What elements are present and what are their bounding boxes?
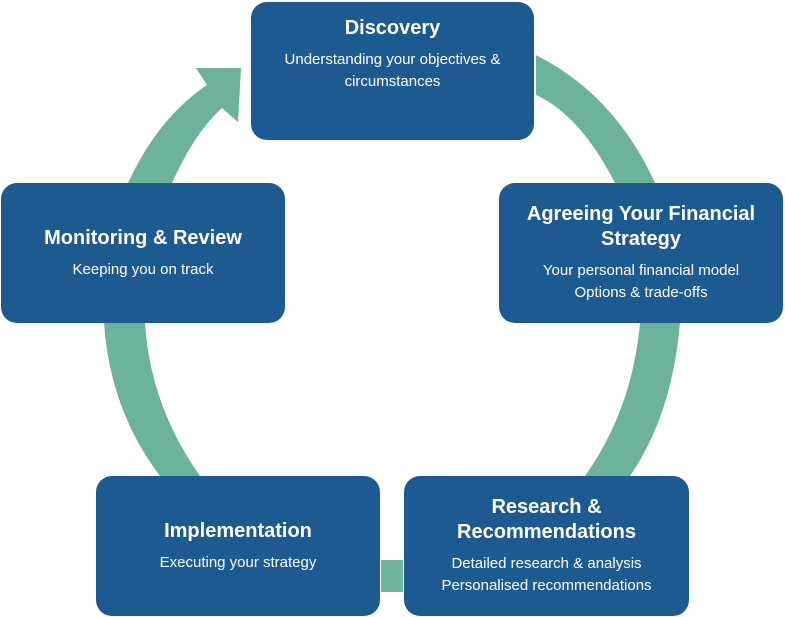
- stage-discovery-line-1: Understanding your objectives &: [284, 51, 501, 68]
- stage-agreeing-line-2: Options & trade-offs: [574, 284, 708, 301]
- stage-monitoring-title: Monitoring & Review: [44, 226, 242, 249]
- ring-segment-implementation-monitoring: [104, 323, 200, 476]
- ring-arrow-monitoring-discovery: [128, 68, 241, 183]
- stage-research-recommendations: Research & Recommendations Detailed rese…: [404, 476, 689, 616]
- stage-agreeing-title-line-1: Agreeing Your Financial: [526, 203, 756, 225]
- stage-discovery: Discovery Understanding your objectives …: [251, 2, 534, 140]
- stage-implementation-line-1: Executing your strategy: [159, 553, 317, 571]
- ring-segment-research-implementation: [381, 560, 403, 592]
- stage-agreeing-strategy: Agreeing Your Financial Strategy Your pe…: [499, 183, 783, 323]
- stage-monitoring-review: Monitoring & Review Keeping you on track: [1, 183, 285, 323]
- stage-discovery-title: Discovery: [344, 17, 441, 39]
- stage-discovery-line-2: circumstances: [344, 73, 441, 90]
- stage-research-line-2: Personalised recommendations: [441, 577, 652, 594]
- stage-research-title-line-1: Research &: [491, 496, 602, 518]
- stage-monitoring-line-1: Keeping you on track: [72, 260, 214, 278]
- stage-agreeing-line-1: Your personal financial model: [542, 262, 740, 279]
- stage-implementation: Implementation Executing your strategy: [96, 476, 380, 616]
- ring-segment-discovery-agreeing: [536, 55, 655, 183]
- stage-research-title-line-2: Recommendations: [457, 521, 636, 543]
- stage-implementation-title: Implementation: [164, 519, 312, 542]
- ring-segment-agreeing-research: [585, 323, 680, 476]
- stage-agreeing-title-line-2: Strategy: [600, 228, 682, 250]
- stage-research-line-1: Detailed research & analysis: [451, 555, 642, 572]
